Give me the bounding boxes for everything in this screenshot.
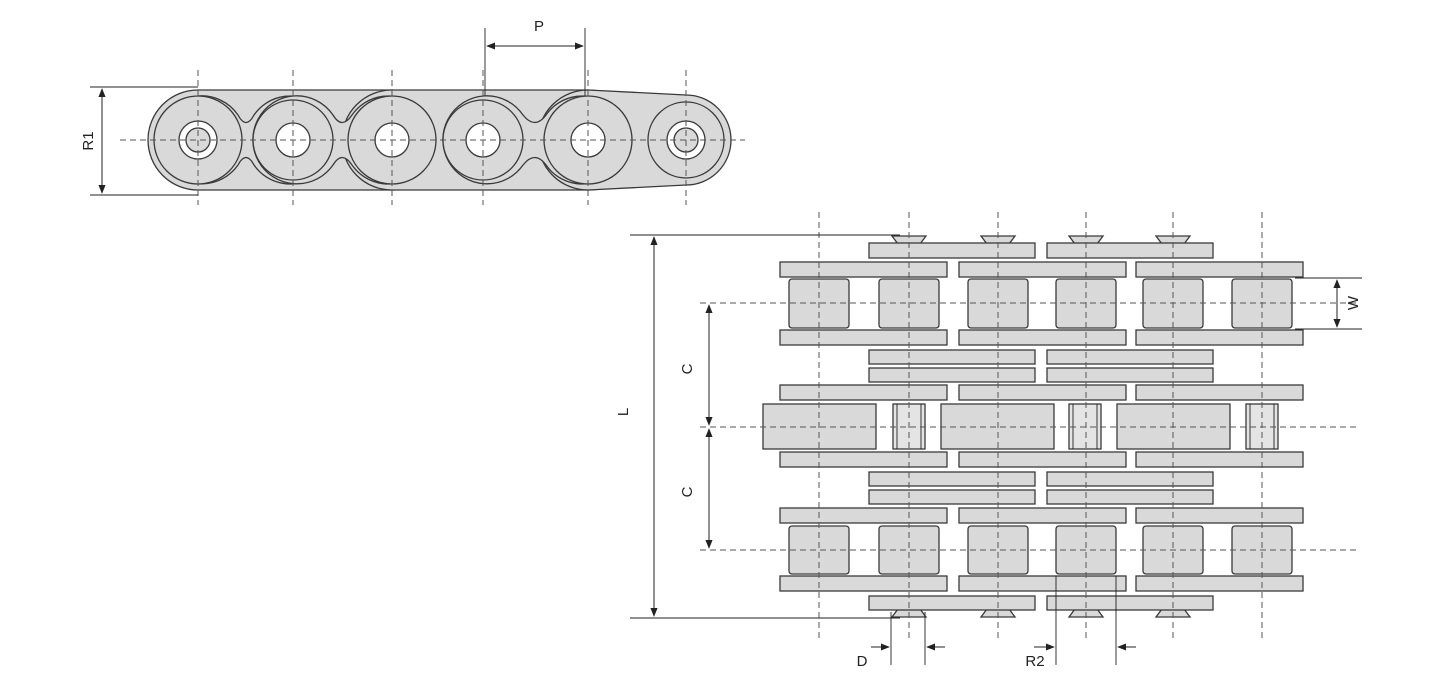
dimension-label-r2: R2	[1025, 653, 1044, 670]
dimension-label-c-lower: C	[679, 486, 696, 497]
top-view: L C C W D R2	[615, 212, 1362, 670]
side-view: R1 P	[80, 18, 745, 205]
outer-plates	[868, 242, 1214, 611]
dimension-label-r1: R1	[80, 131, 97, 150]
top-view-centerlines	[700, 212, 1360, 640]
inner-plates	[779, 261, 1304, 592]
dimension-label-l: L	[615, 408, 632, 416]
dimension-label-w: W	[1345, 295, 1362, 310]
dimension-label-d: D	[857, 653, 868, 670]
dimension-label-p: P	[534, 18, 544, 35]
dimension-label-c-upper: C	[679, 363, 696, 374]
